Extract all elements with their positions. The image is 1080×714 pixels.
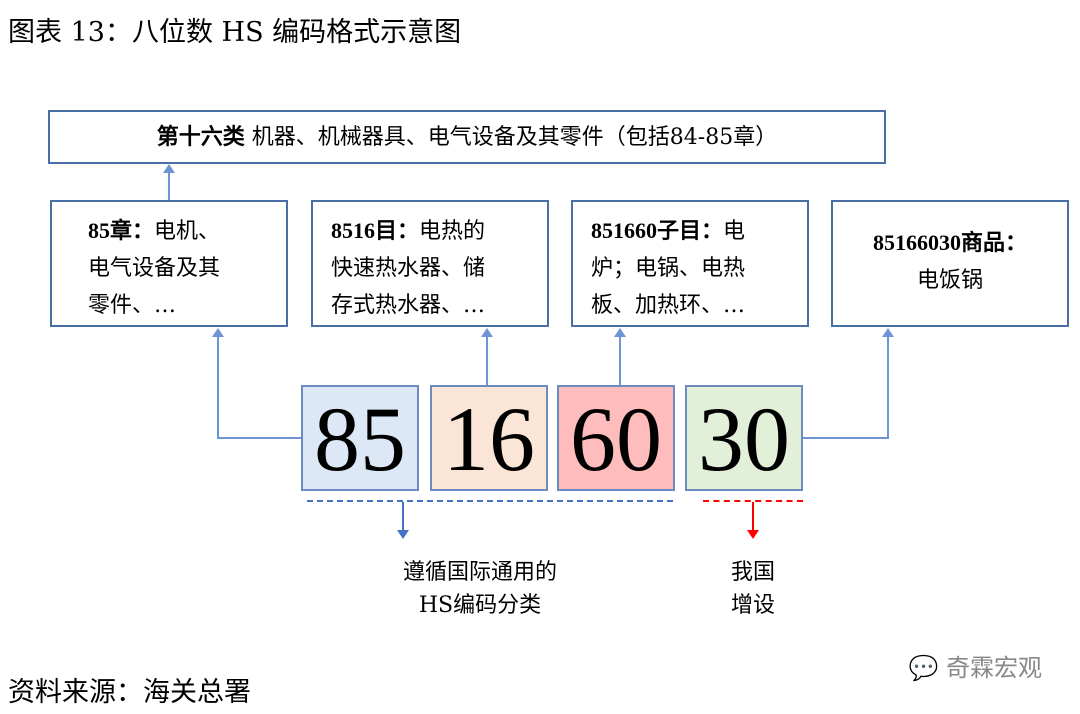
- connector: [486, 336, 488, 385]
- connector: [217, 437, 301, 439]
- cn-bracket: [703, 500, 803, 502]
- arrow-down-icon: [397, 530, 409, 539]
- arrow-head-icon: [163, 164, 175, 173]
- arrow-head-icon: [481, 328, 493, 337]
- connector: [402, 502, 404, 530]
- arrow-head-icon: [212, 328, 224, 337]
- digit-box-heading: 16: [430, 385, 548, 491]
- connector: [168, 170, 170, 200]
- section-label: 第十六类: [156, 124, 245, 149]
- chapter-box: 85章：电机、电气设备及其零件、…: [50, 200, 288, 327]
- connector: [619, 336, 621, 385]
- digit-box-chapter: 85: [301, 385, 419, 491]
- subheading-box: 851660子目：电炉；电锅、电热板、加热环、…: [571, 200, 809, 327]
- section-box: 第十六类 机器、机械器具、电气设备及其零件（包括84-85章）: [48, 110, 886, 164]
- arrow-head-icon: [614, 328, 626, 337]
- connector: [803, 437, 889, 439]
- connector: [217, 336, 219, 438]
- arrow-head-icon: [882, 328, 894, 337]
- wechat-icon: 💬: [908, 654, 939, 682]
- digit-box-subheading: 60: [557, 385, 675, 491]
- watermark: 💬 奇霖宏观: [908, 654, 1042, 682]
- commodity-box: 85166030商品：电饭锅: [831, 200, 1069, 327]
- heading-box: 8516目：电热的快速热水器、储存式热水器、…: [311, 200, 549, 327]
- connector: [752, 502, 754, 530]
- arrow-down-icon: [747, 530, 759, 539]
- cn-note: 我国增设: [730, 560, 775, 618]
- figure-title: 图表 13：八位数 HS 编码格式示意图: [8, 17, 462, 48]
- section-text: 机器、机械器具、电气设备及其零件（包括84-85章）: [244, 125, 778, 150]
- connector: [887, 336, 889, 439]
- intl-bracket: [307, 500, 673, 502]
- digit-box-national: 30: [685, 385, 803, 491]
- source-note: 资料来源：海关总署: [8, 677, 251, 708]
